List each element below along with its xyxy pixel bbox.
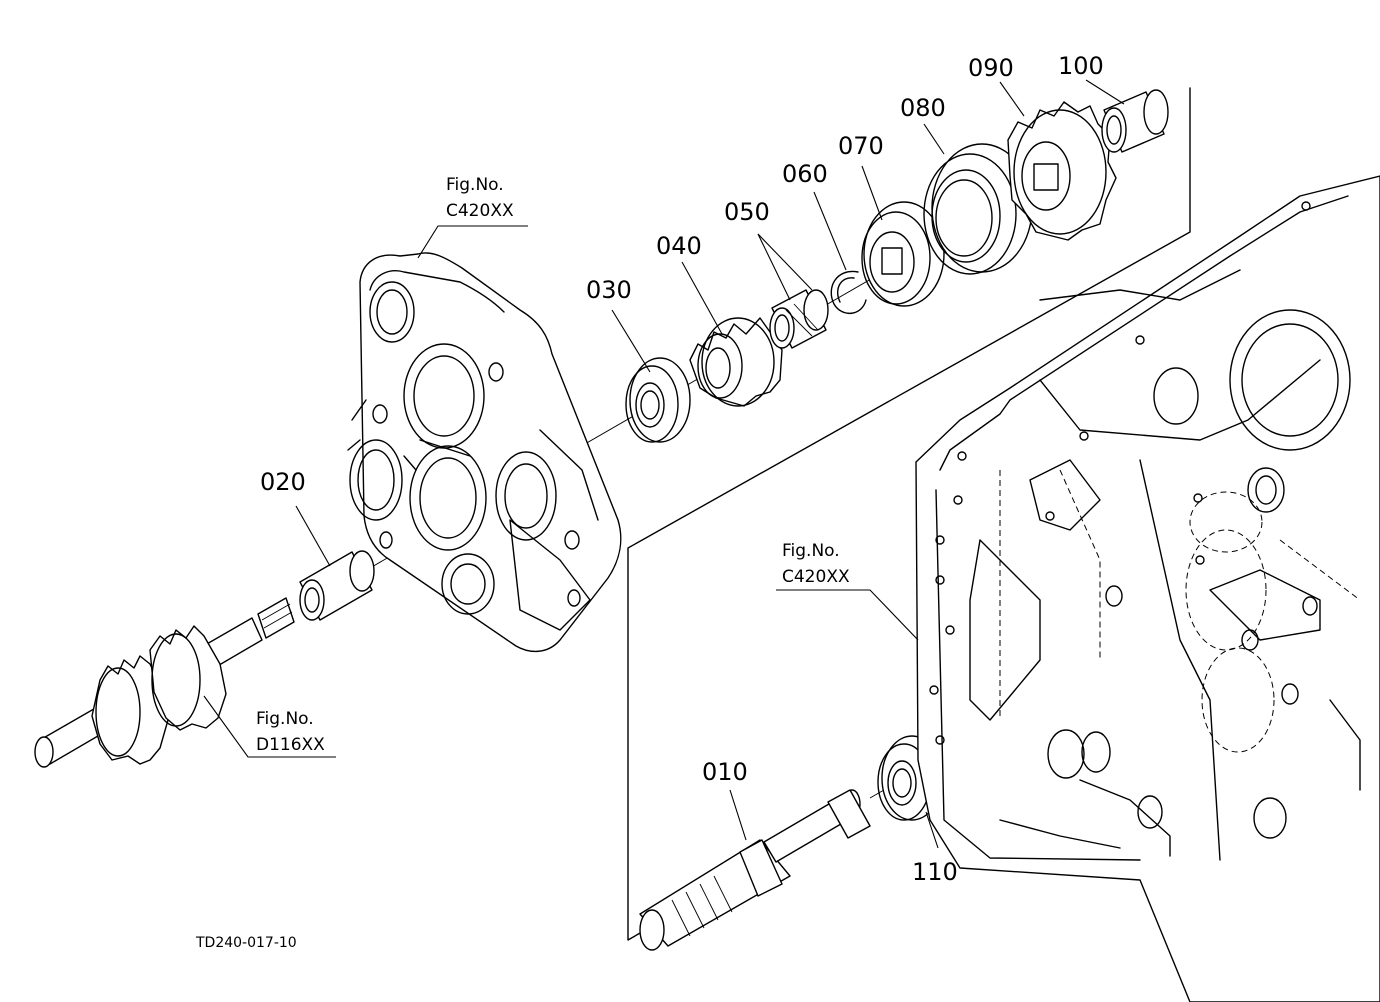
label-110: 110	[912, 858, 958, 886]
front-housing-plate	[347, 252, 622, 653]
drawing-code: TD240-017-10	[195, 935, 297, 951]
ref-shaft-line1: Fig.No.	[256, 709, 314, 729]
part-030-bearing	[625, 357, 691, 443]
figure-reference-labels: Fig.No. C420XX Fig.No. C420XX Fig.No. D1…	[256, 175, 850, 755]
label-080: 080	[900, 94, 946, 122]
transmission-case	[915, 175, 1380, 1002]
leader-lines	[203, 79, 1125, 849]
label-030: 030	[586, 276, 632, 304]
part-020-bushing	[299, 550, 375, 621]
ref-front-housing-line1: Fig.No.	[446, 175, 504, 195]
part-number-labels: 020 030 040 050 060 070 080 090 100 010 …	[260, 52, 1104, 886]
label-060: 060	[782, 160, 828, 188]
part-090-gear	[1007, 101, 1117, 241]
label-090: 090	[968, 54, 1014, 82]
label-070: 070	[838, 132, 884, 160]
ref-shaft-line2: D116XX	[256, 735, 325, 755]
part-010-shaft	[639, 789, 871, 951]
part-100-needle-bearing	[1101, 89, 1169, 153]
ref-case-line1: Fig.No.	[782, 541, 840, 561]
label-020: 020	[260, 468, 306, 496]
part-060-snap-ring	[830, 270, 867, 314]
label-040: 040	[656, 232, 702, 260]
label-100: 100	[1058, 52, 1104, 80]
label-010: 010	[702, 758, 748, 786]
ref-case-line2: C420XX	[782, 567, 850, 587]
part-070-hub	[861, 201, 945, 307]
part-040-gear	[689, 317, 783, 407]
gear-shaft-assembly	[34, 597, 295, 768]
label-050: 050	[724, 198, 770, 226]
ref-front-housing-line2: C420XX	[446, 201, 514, 221]
part-050-needle-cage	[769, 289, 829, 349]
